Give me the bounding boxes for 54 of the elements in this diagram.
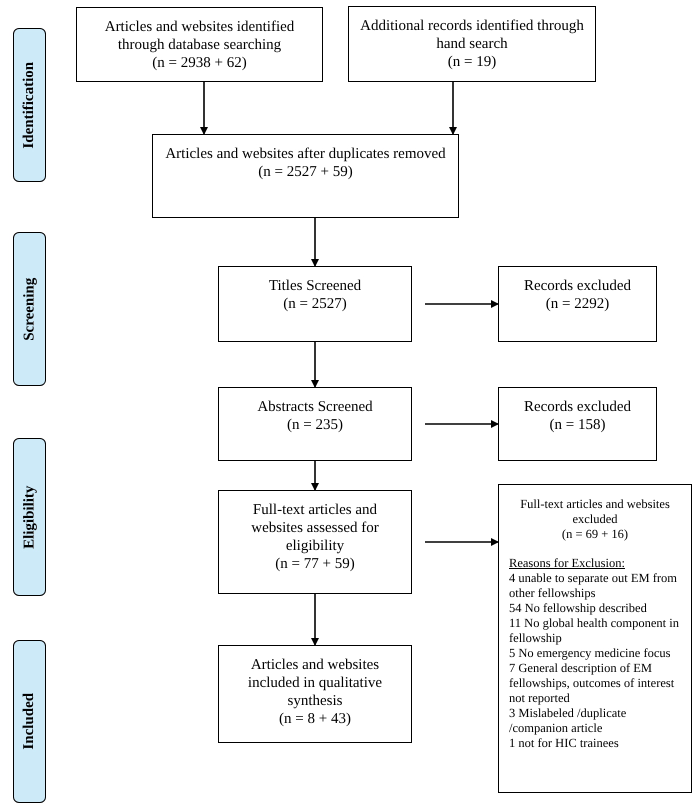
process-box bbox=[218, 645, 412, 743]
arrow bbox=[449, 82, 457, 135]
box-text: Records excluded bbox=[522, 398, 632, 416]
arrow bbox=[425, 420, 499, 428]
arrow bbox=[425, 538, 499, 546]
process-box bbox=[348, 6, 596, 82]
count-text: (n = 19) bbox=[446, 53, 498, 71]
count-text: (n = 8 + 43) bbox=[278, 710, 352, 728]
box-text: Abstracts Screened bbox=[256, 398, 374, 416]
arrow bbox=[311, 594, 319, 646]
count-text: (n = 158) bbox=[548, 416, 606, 434]
box-text: Full-text articles and websites assessed for eligibility bbox=[250, 501, 380, 555]
process-box bbox=[218, 266, 412, 342]
box-text: Records excluded bbox=[522, 277, 632, 295]
box-text: Articles and websites included in qualitative synthesis bbox=[246, 656, 384, 710]
process-box bbox=[152, 134, 459, 218]
reason-text: 1 not for HIC trainees bbox=[509, 736, 620, 751]
reason-text: 11 No global health component in fellowship bbox=[509, 616, 680, 646]
box-text: Additional records identified through hand search bbox=[359, 17, 585, 53]
count-text: (n = 235) bbox=[286, 416, 344, 434]
reason-text: 3 Mislabeled /duplicate /companion article bbox=[509, 706, 628, 736]
phase-label: Screening bbox=[20, 277, 38, 341]
arrow bbox=[311, 218, 319, 267]
count-text: (n = 2938 + 62) bbox=[151, 54, 248, 72]
arrow bbox=[311, 461, 319, 491]
count-text: (n = 69 + 16) bbox=[560, 527, 630, 542]
reason-text: 4 unable to separate out EM from other fellowships bbox=[509, 571, 678, 601]
phase-label-box bbox=[13, 28, 46, 182]
process-box bbox=[218, 490, 412, 594]
reason-text: 5 No emergency medicine focus bbox=[509, 646, 672, 661]
phase-label-box bbox=[13, 640, 46, 803]
box-heading: Full-text articles and websites excluded bbox=[519, 497, 671, 527]
phase-label: Eligibility bbox=[20, 485, 38, 549]
process-box bbox=[498, 387, 657, 461]
arrow bbox=[425, 300, 499, 308]
count-text: (n = 2527) bbox=[282, 295, 348, 313]
process-box bbox=[218, 387, 412, 461]
count-text: (n = 2292) bbox=[544, 295, 610, 313]
exclusion-box bbox=[498, 484, 692, 793]
box-text: Articles and websites after duplicates removed (n = 2527 + 59) bbox=[164, 145, 447, 181]
phase-label-box bbox=[13, 438, 46, 596]
box-text: Articles and websites identified through database searching bbox=[104, 18, 296, 54]
count-text: (n = 77 + 59) bbox=[274, 555, 356, 573]
phase-label-box bbox=[13, 232, 46, 386]
reasons-heading: Reasons for Exclusion: bbox=[509, 556, 626, 571]
arrow bbox=[200, 82, 208, 135]
arrow bbox=[311, 342, 319, 388]
process-box bbox=[76, 7, 323, 82]
phase-label: Included bbox=[20, 693, 38, 750]
box-text: Titles Screened bbox=[268, 277, 362, 295]
phase-label: Identification bbox=[20, 62, 38, 148]
reason-text: 7 General description of EM fellowships, outcomes of interest not reported bbox=[509, 661, 676, 706]
reason-text: 54 No fellowship described bbox=[509, 601, 648, 616]
process-box bbox=[498, 266, 657, 342]
